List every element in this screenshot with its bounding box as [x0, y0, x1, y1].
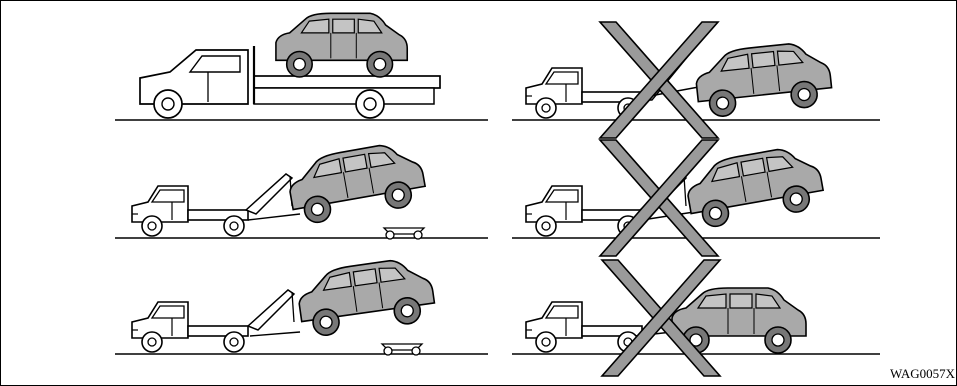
panel-flatbed: [115, 13, 488, 120]
figure-code: WAG0057X: [890, 366, 955, 382]
panel-wheel-lift-dollies-2: [115, 255, 488, 355]
panel-prohibited-2: [512, 140, 880, 256]
panel-prohibited-3: [512, 260, 880, 376]
panel-prohibited-1: [512, 22, 880, 138]
panel-wheel-lift-dollies-1: [115, 139, 488, 239]
